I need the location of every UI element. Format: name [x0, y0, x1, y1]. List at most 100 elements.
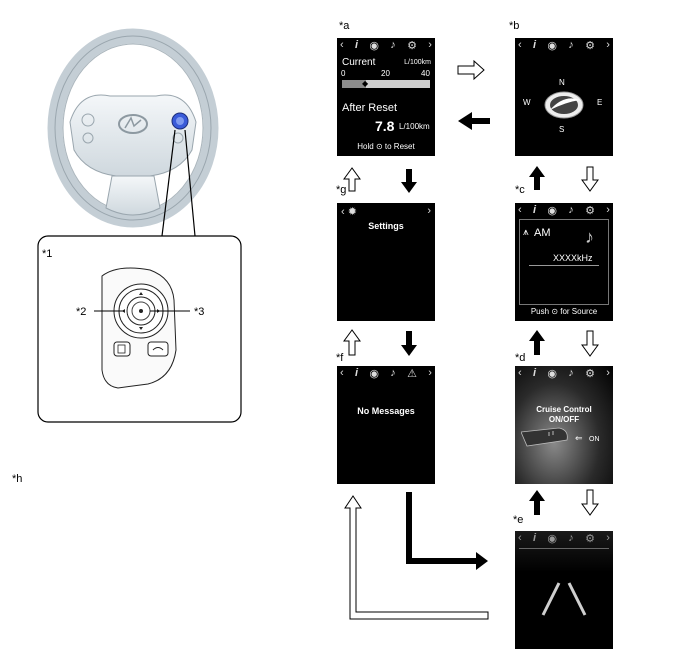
compass-south: S: [559, 125, 565, 134]
compass-east: E: [597, 98, 603, 107]
settings-title: Settings: [368, 221, 404, 231]
car-icon: ⚙: [585, 532, 595, 545]
current-label: Current: [342, 57, 376, 68]
arrow-g-to-a: [343, 167, 361, 192]
after-reset-value: 7.8: [375, 118, 395, 134]
enter-button-icon: ⊙: [551, 307, 559, 316]
music-icon: ♪: [390, 367, 396, 379]
music-icon: ♪: [568, 367, 574, 379]
audio-panel: [519, 219, 609, 305]
to-reset-text: to Reset: [384, 142, 415, 151]
chevron-left-icon: ‹: [340, 39, 344, 51]
scale-tick-20: 20: [381, 69, 390, 78]
screen-e-tab-bar: ‹ i ◉ ♪ ⚙ ›: [515, 531, 613, 545]
label-1: *1: [42, 248, 53, 260]
scale-tick-40: 40: [421, 69, 430, 78]
cruise-title: Cruise Control: [536, 405, 592, 414]
consumption-bar-fill: [342, 80, 366, 88]
cruise-subtitle: ON/OFF: [548, 415, 580, 424]
chevron-left-icon: ‹: [518, 532, 522, 544]
arrow-a-to-g: [401, 169, 417, 193]
chevron-right-icon: ›: [606, 204, 610, 216]
gauge-icon: ◉: [369, 39, 379, 52]
no-messages-text: No Messages: [357, 406, 415, 416]
chevron-right-icon: ›: [606, 39, 610, 51]
music-icon: ♪: [568, 532, 574, 544]
compass-west: W: [523, 98, 531, 107]
arrow-g-to-f: [401, 331, 417, 356]
info-icon: i: [354, 367, 359, 379]
screen-settings: ‹ ✹ › Settings: [337, 203, 435, 321]
enter-button-icon: ⊙: [375, 142, 383, 151]
gauge-icon: ◉: [547, 39, 557, 52]
arrow-a-to-b: [457, 59, 485, 81]
chevron-left-icon: ‹: [340, 367, 344, 379]
label-a: *a: [339, 20, 350, 32]
gauge-icon: ◉: [369, 367, 379, 380]
screen-b-tab-bar: ‹ i ◉ ♪ ⚙ ›: [515, 38, 613, 52]
compass-north: N: [559, 78, 565, 87]
label-c: *c: [515, 184, 525, 196]
screen-a-tab-bar: ‹ i ◉ ♪ ⚙ ›: [337, 38, 435, 52]
car-icon: ⚙: [585, 367, 595, 380]
on-label: ON: [589, 436, 600, 443]
arrow-b-to-c: [581, 166, 599, 192]
for-source-text: for Source: [560, 307, 598, 316]
chevron-left-icon: ‹: [518, 39, 522, 51]
arrow-d-to-c: [529, 330, 545, 355]
chevron-right-icon: ›: [427, 205, 431, 217]
info-icon: i: [532, 532, 537, 544]
warning-icon: ⚠: [407, 367, 417, 380]
info-icon: i: [532, 367, 537, 379]
compass-needle-icon: [544, 91, 584, 119]
label-h: *h: [12, 473, 23, 485]
unit-label: L/100km: [404, 59, 431, 66]
label-e: *e: [513, 514, 524, 526]
label-g: *g: [336, 184, 347, 196]
screen-fuel-consumption: ‹ i ◉ ♪ ⚙ › Current L/100km 0 20 40 ◆ Af…: [337, 38, 435, 156]
chevron-right-icon: ›: [428, 367, 432, 379]
info-icon: i: [532, 39, 537, 51]
label-f: *f: [336, 352, 344, 364]
frequency-label: XXXXkHz: [553, 253, 593, 263]
arrow-e-to-d: [529, 490, 545, 515]
screen-d-tab-bar: ‹ i ◉ ♪ ⚙ ›: [515, 366, 613, 380]
cruise-lever-icon: [521, 427, 568, 447]
arrow-left-icon: ⇐: [575, 433, 583, 443]
chevron-right-icon: ›: [606, 367, 610, 379]
switch-panel-illustration: [101, 267, 177, 389]
gauge-icon: ◉: [547, 532, 557, 545]
music-icon: ♪: [568, 39, 574, 51]
after-reset-unit: L/100km: [399, 122, 430, 131]
push-text: Push: [530, 307, 550, 316]
screen-audio: ‹ i ◉ ♪ ⚙ › ⩚ AM ♪ XXXXkHz Push ⊙ for So…: [515, 203, 613, 321]
music-icon: ♪: [568, 204, 574, 216]
arrow-d-to-e: [581, 489, 599, 516]
arrow-e-to-f: [344, 495, 489, 620]
steering-wheel-illustration: [47, 28, 219, 228]
info-icon: i: [354, 39, 359, 51]
chevron-left-icon: ‹: [518, 204, 522, 216]
chevron-left-icon: ‹ ✹: [341, 206, 357, 218]
car-icon: ⚙: [585, 204, 595, 217]
arrow-f-to-g: [343, 329, 361, 356]
car-icon: ⚙: [585, 39, 595, 52]
marker-icon: ◆: [362, 79, 369, 88]
hold-to-reset-hint: Hold ⊙ to Reset: [337, 142, 435, 151]
screen-f-tab-bar: ‹ i ◉ ♪ ⚠ ›: [337, 366, 435, 380]
label-3: *3: [194, 306, 205, 318]
band-label: AM: [534, 227, 551, 239]
screen-compass: ‹ i ◉ ♪ ⚙ › N W E S: [515, 38, 613, 156]
scale-tick-0: 0: [341, 69, 346, 78]
gauge-icon: ◉: [547, 367, 557, 380]
music-note-icon: ♪: [585, 227, 594, 247]
info-icon: i: [532, 204, 537, 216]
hold-text: Hold: [357, 142, 374, 151]
label-d: *d: [515, 352, 526, 364]
consumption-bar: [342, 80, 430, 88]
push-for-source-hint: Push ⊙ for Source: [515, 307, 613, 316]
divider: [529, 265, 599, 266]
gauge-icon: ◉: [547, 204, 557, 217]
label-b: *b: [509, 20, 520, 32]
